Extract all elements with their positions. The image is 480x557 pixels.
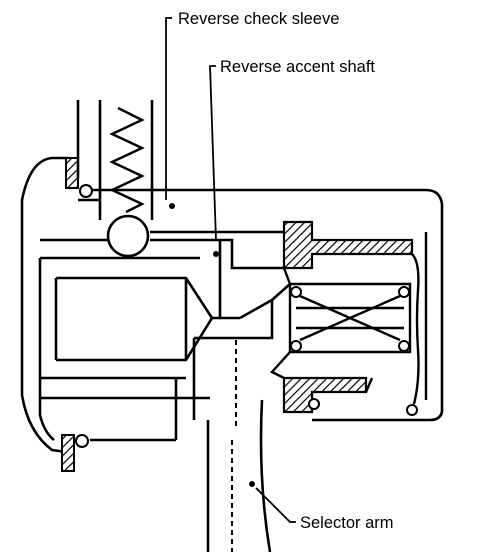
o-ring-far-right xyxy=(406,404,418,416)
label-reverse-accent-shaft: Reverse accent shaft xyxy=(220,58,375,76)
right-end-cap xyxy=(364,232,428,405)
selector-arm xyxy=(206,340,272,553)
reverse-accent-shaft xyxy=(40,238,284,442)
hatched-ring-lower xyxy=(282,376,368,414)
reverse-check-sleeve xyxy=(78,188,444,422)
leader-dot-sleeve xyxy=(169,203,175,209)
leader-dot-arm xyxy=(249,481,255,487)
housing-outer-wall xyxy=(20,156,68,454)
housing-flange-top xyxy=(65,157,79,189)
piston-ball-4 xyxy=(398,340,410,352)
piston-cup xyxy=(270,267,412,380)
label-reverse-check-sleeve: Reverse check sleeve xyxy=(178,10,339,28)
o-ring-lower-right xyxy=(308,398,320,410)
housing-flange-bottom xyxy=(61,434,75,472)
o-ring-top xyxy=(79,184,93,198)
piston-ball-1 xyxy=(290,286,302,298)
check-ball xyxy=(106,214,150,258)
piston-ball-2 xyxy=(398,286,410,298)
o-ring-bottom xyxy=(75,434,89,448)
hatched-ring-upper xyxy=(282,220,414,270)
piston-ball-3 xyxy=(290,340,302,352)
selector-slot xyxy=(192,283,291,420)
leader-dot-shaft xyxy=(213,251,219,257)
label-selector-arm: Selector arm xyxy=(300,514,394,532)
check-spring xyxy=(109,106,145,214)
leader-lines xyxy=(165,17,296,523)
